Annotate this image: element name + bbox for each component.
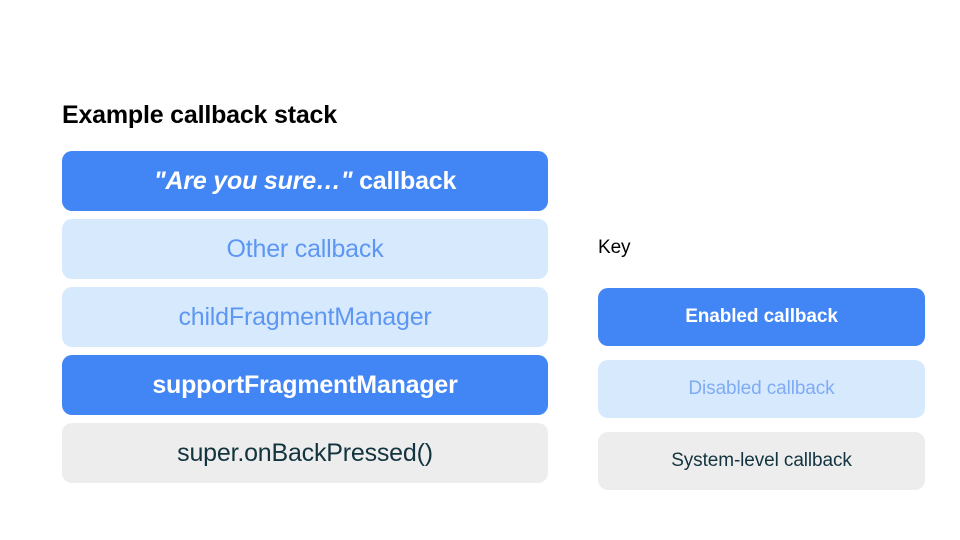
stack-item-support-fragment-manager[interactable]: supportFragmentManager xyxy=(62,355,548,415)
stack-item-label: childFragmentManager xyxy=(178,302,432,331)
key-item-label: System-level callback xyxy=(671,450,852,471)
stack-item-label: "Are you sure…" callback xyxy=(153,166,457,195)
stack-item-are-you-sure-callback[interactable]: "Are you sure…" callback xyxy=(62,151,548,211)
callback-stack-section: Example callback stack "Are you sure…" c… xyxy=(62,100,548,483)
stack-item-super-on-back-pressed[interactable]: super.onBackPressed() xyxy=(62,423,548,483)
key-item-system-level-callback: System-level callback xyxy=(598,432,925,490)
key-list: Enabled callback Disabled callback Syste… xyxy=(598,288,925,490)
stack-item-label: supportFragmentManager xyxy=(152,370,458,399)
stack-item-label: super.onBackPressed() xyxy=(177,438,433,467)
key-title: Key xyxy=(598,237,631,258)
key-item-label: Disabled callback xyxy=(688,378,835,399)
key-section: Key Enabled callback Disabled callback S… xyxy=(598,236,925,490)
stack-item-label: Other callback xyxy=(226,234,384,263)
callback-stack-list: "Are you sure…" callback Other callback … xyxy=(62,151,548,483)
stack-item-label-italic: Are you sure… xyxy=(165,166,341,195)
stack-item-other-callback[interactable]: Other callback xyxy=(62,219,548,279)
key-item-disabled-callback: Disabled callback xyxy=(598,360,925,418)
key-item-label: Enabled callback xyxy=(685,306,838,327)
stack-item-child-fragment-manager[interactable]: childFragmentManager xyxy=(62,287,548,347)
key-item-enabled-callback: Enabled callback xyxy=(598,288,925,346)
page-title: Example callback stack xyxy=(62,101,337,129)
